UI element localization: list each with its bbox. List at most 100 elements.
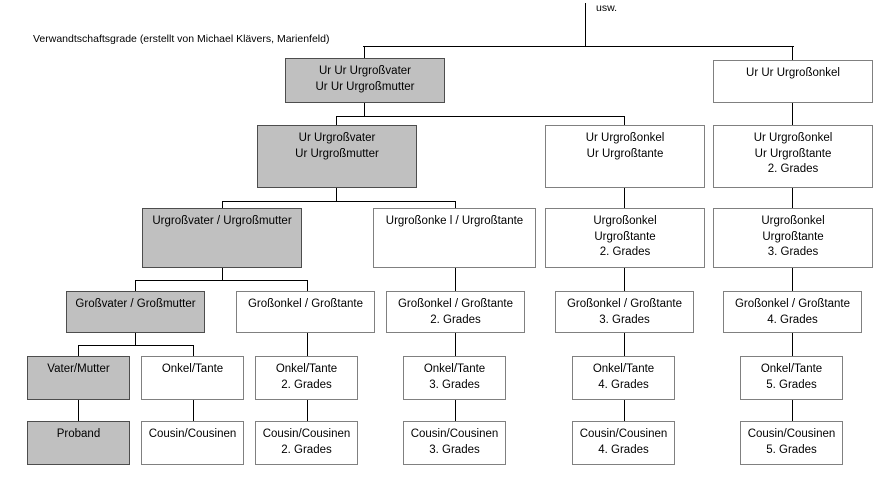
node-line: 3. Grades xyxy=(599,313,650,326)
node-line: 4. Grades xyxy=(598,378,649,391)
node-cousin-cousinen[interactable]: Cousin/Cousinen xyxy=(141,421,244,465)
connector-n13-to-n19 xyxy=(624,333,625,356)
connector-gen1-to-n2 xyxy=(792,46,793,60)
connector-n9-to-n14 xyxy=(792,268,793,291)
node-urgrosseltern[interactable]: Urgroßvater / Urgroßmutter xyxy=(142,208,302,268)
connector-n5-to-n9 xyxy=(792,188,793,208)
node-line: 2. Grades xyxy=(430,313,481,326)
node-line: Ur Ur Urgroßvater xyxy=(318,65,411,77)
node-line: 2. Grades xyxy=(281,443,332,456)
continuation-note: usw. xyxy=(596,2,618,14)
node-line: 3. Grades xyxy=(767,246,819,258)
node-line: 3. Grades xyxy=(429,378,480,391)
node-line: Cousin/Cousinen xyxy=(747,428,836,440)
node-line: Ur Urgroßonkel xyxy=(585,132,665,144)
connector-gen3-bar xyxy=(222,201,456,202)
node-ur-ur-urgrosseltern[interactable]: Ur Ur Urgroßvater Ur Ur Urgroßmutter xyxy=(285,58,445,103)
connector-n20-to-n26 xyxy=(792,400,793,421)
node-urgrossonkel-tante[interactable]: Urgroßonke l / Urgroßtante xyxy=(373,208,536,268)
node-onkel-tante-5[interactable]: Onkel/Tante 5. Grades xyxy=(740,356,843,400)
node-line: 2. Grades xyxy=(281,378,332,391)
node-line: Großonkel / Großtante xyxy=(397,298,514,310)
connector-gen5-to-n16 xyxy=(193,345,194,356)
node-grossonkel-tante-4[interactable]: Großonkel / Großtante 4. Grades xyxy=(723,291,862,333)
node-ur-ur-urgrossonkel[interactable]: Ur Ur Urgroßonkel xyxy=(713,60,873,103)
node-cousin-cousinen-4[interactable]: Cousin/Cousinen 4. Grades xyxy=(572,421,675,465)
node-onkel-tante-3[interactable]: Onkel/Tante 3. Grades xyxy=(403,356,506,400)
node-line: Urgroßvater / Urgroßmutter xyxy=(152,215,292,227)
connector-gen5-bar xyxy=(78,345,194,346)
connector-n19-to-n25 xyxy=(624,400,625,421)
node-grossonkel-tante[interactable]: Großonkel / Großtante xyxy=(236,291,375,333)
connector-gen2-bar xyxy=(336,116,625,117)
connector-n17-to-n23 xyxy=(307,400,308,421)
connector-n11-to-n17 xyxy=(307,333,308,356)
node-line: Urgroßonkel xyxy=(761,215,825,227)
connector-n10-down xyxy=(135,333,136,345)
node-line: Cousin/Cousinen xyxy=(148,428,237,440)
node-ur-urgrossonkel-tante[interactable]: Ur Urgroßonkel Ur Urgroßtante xyxy=(545,125,705,188)
node-line: Großonkel / Großtante xyxy=(734,298,851,310)
connector-n14-to-n20 xyxy=(792,333,793,356)
connector-gen3-to-n7 xyxy=(455,201,456,208)
connector-usw-stub xyxy=(585,3,586,46)
node-line: Urgroßonke l / Urgroßtante xyxy=(385,215,524,227)
connector-n7-to-n12 xyxy=(455,268,456,291)
connector-n16-to-n22 xyxy=(193,400,194,421)
connector-n6-down xyxy=(222,268,223,280)
node-line: Proband xyxy=(56,428,101,440)
connector-gen4-to-n11 xyxy=(307,280,308,291)
connector-gen4-to-n10 xyxy=(135,280,136,291)
connector-gen1-bar xyxy=(363,46,794,47)
node-cousin-cousinen-5[interactable]: Cousin/Cousinen 5. Grades xyxy=(740,421,843,465)
node-line: 2. Grades xyxy=(599,246,651,258)
connector-n2-to-n5 xyxy=(792,102,793,125)
node-line: Onkel/Tante xyxy=(423,363,486,375)
node-line: Urgroßtante xyxy=(762,230,824,243)
node-line: Ur Urgroßtante xyxy=(586,147,664,160)
connector-n4-to-n8 xyxy=(624,188,625,208)
node-line: 5. Grades xyxy=(766,443,817,456)
node-line: 5. Grades xyxy=(766,378,817,391)
node-proband[interactable]: Proband xyxy=(27,421,130,465)
node-line: Großvater / Großmutter xyxy=(75,298,196,310)
node-line: Cousin/Cousinen xyxy=(579,428,668,440)
node-onkel-tante-2[interactable]: Onkel/Tante 2. Grades xyxy=(255,356,358,400)
node-line: Ur Urgroßtante xyxy=(754,147,832,160)
connector-n1-down xyxy=(364,103,365,116)
node-grossonkel-tante-3[interactable]: Großonkel / Großtante 3. Grades xyxy=(555,291,694,333)
node-line: Vater/Mutter xyxy=(47,363,110,375)
connector-gen5-to-n15 xyxy=(78,345,79,356)
node-grosseltern[interactable]: Großvater / Großmutter xyxy=(66,291,205,333)
node-onkel-tante[interactable]: Onkel/Tante xyxy=(141,356,244,400)
node-line: 4. Grades xyxy=(767,313,818,326)
connector-gen1-to-n1 xyxy=(364,46,365,58)
node-line: Onkel/Tante xyxy=(275,363,338,375)
node-line: Ur Urgroßvater xyxy=(298,132,376,144)
node-line: 4. Grades xyxy=(598,443,649,456)
node-line: Onkel/Tante xyxy=(760,363,823,375)
node-line: Ur Urgroßonkel xyxy=(753,132,833,144)
connector-gen4-bar xyxy=(135,280,308,281)
diagram-title: Verwandtschaftsgrade (erstellt von Micha… xyxy=(33,33,330,45)
node-line: Urgroßtante xyxy=(594,230,656,243)
node-line: Großonkel / Großtante xyxy=(566,298,683,310)
node-line: Urgroßonkel xyxy=(593,215,657,227)
node-vater-mutter[interactable]: Vater/Mutter xyxy=(27,356,130,400)
node-line: Onkel/Tante xyxy=(161,363,224,375)
node-line: Ur Ur Urgroßmutter xyxy=(315,80,415,93)
connector-n18-to-n24 xyxy=(455,400,456,421)
node-grossonkel-tante-2[interactable]: Großonkel / Großtante 2. Grades xyxy=(386,291,525,333)
connector-n3-down xyxy=(336,188,337,201)
connector-gen2-to-n3 xyxy=(336,116,337,125)
connector-gen2-to-n4 xyxy=(624,116,625,125)
connector-gen3-to-n6 xyxy=(222,201,223,208)
